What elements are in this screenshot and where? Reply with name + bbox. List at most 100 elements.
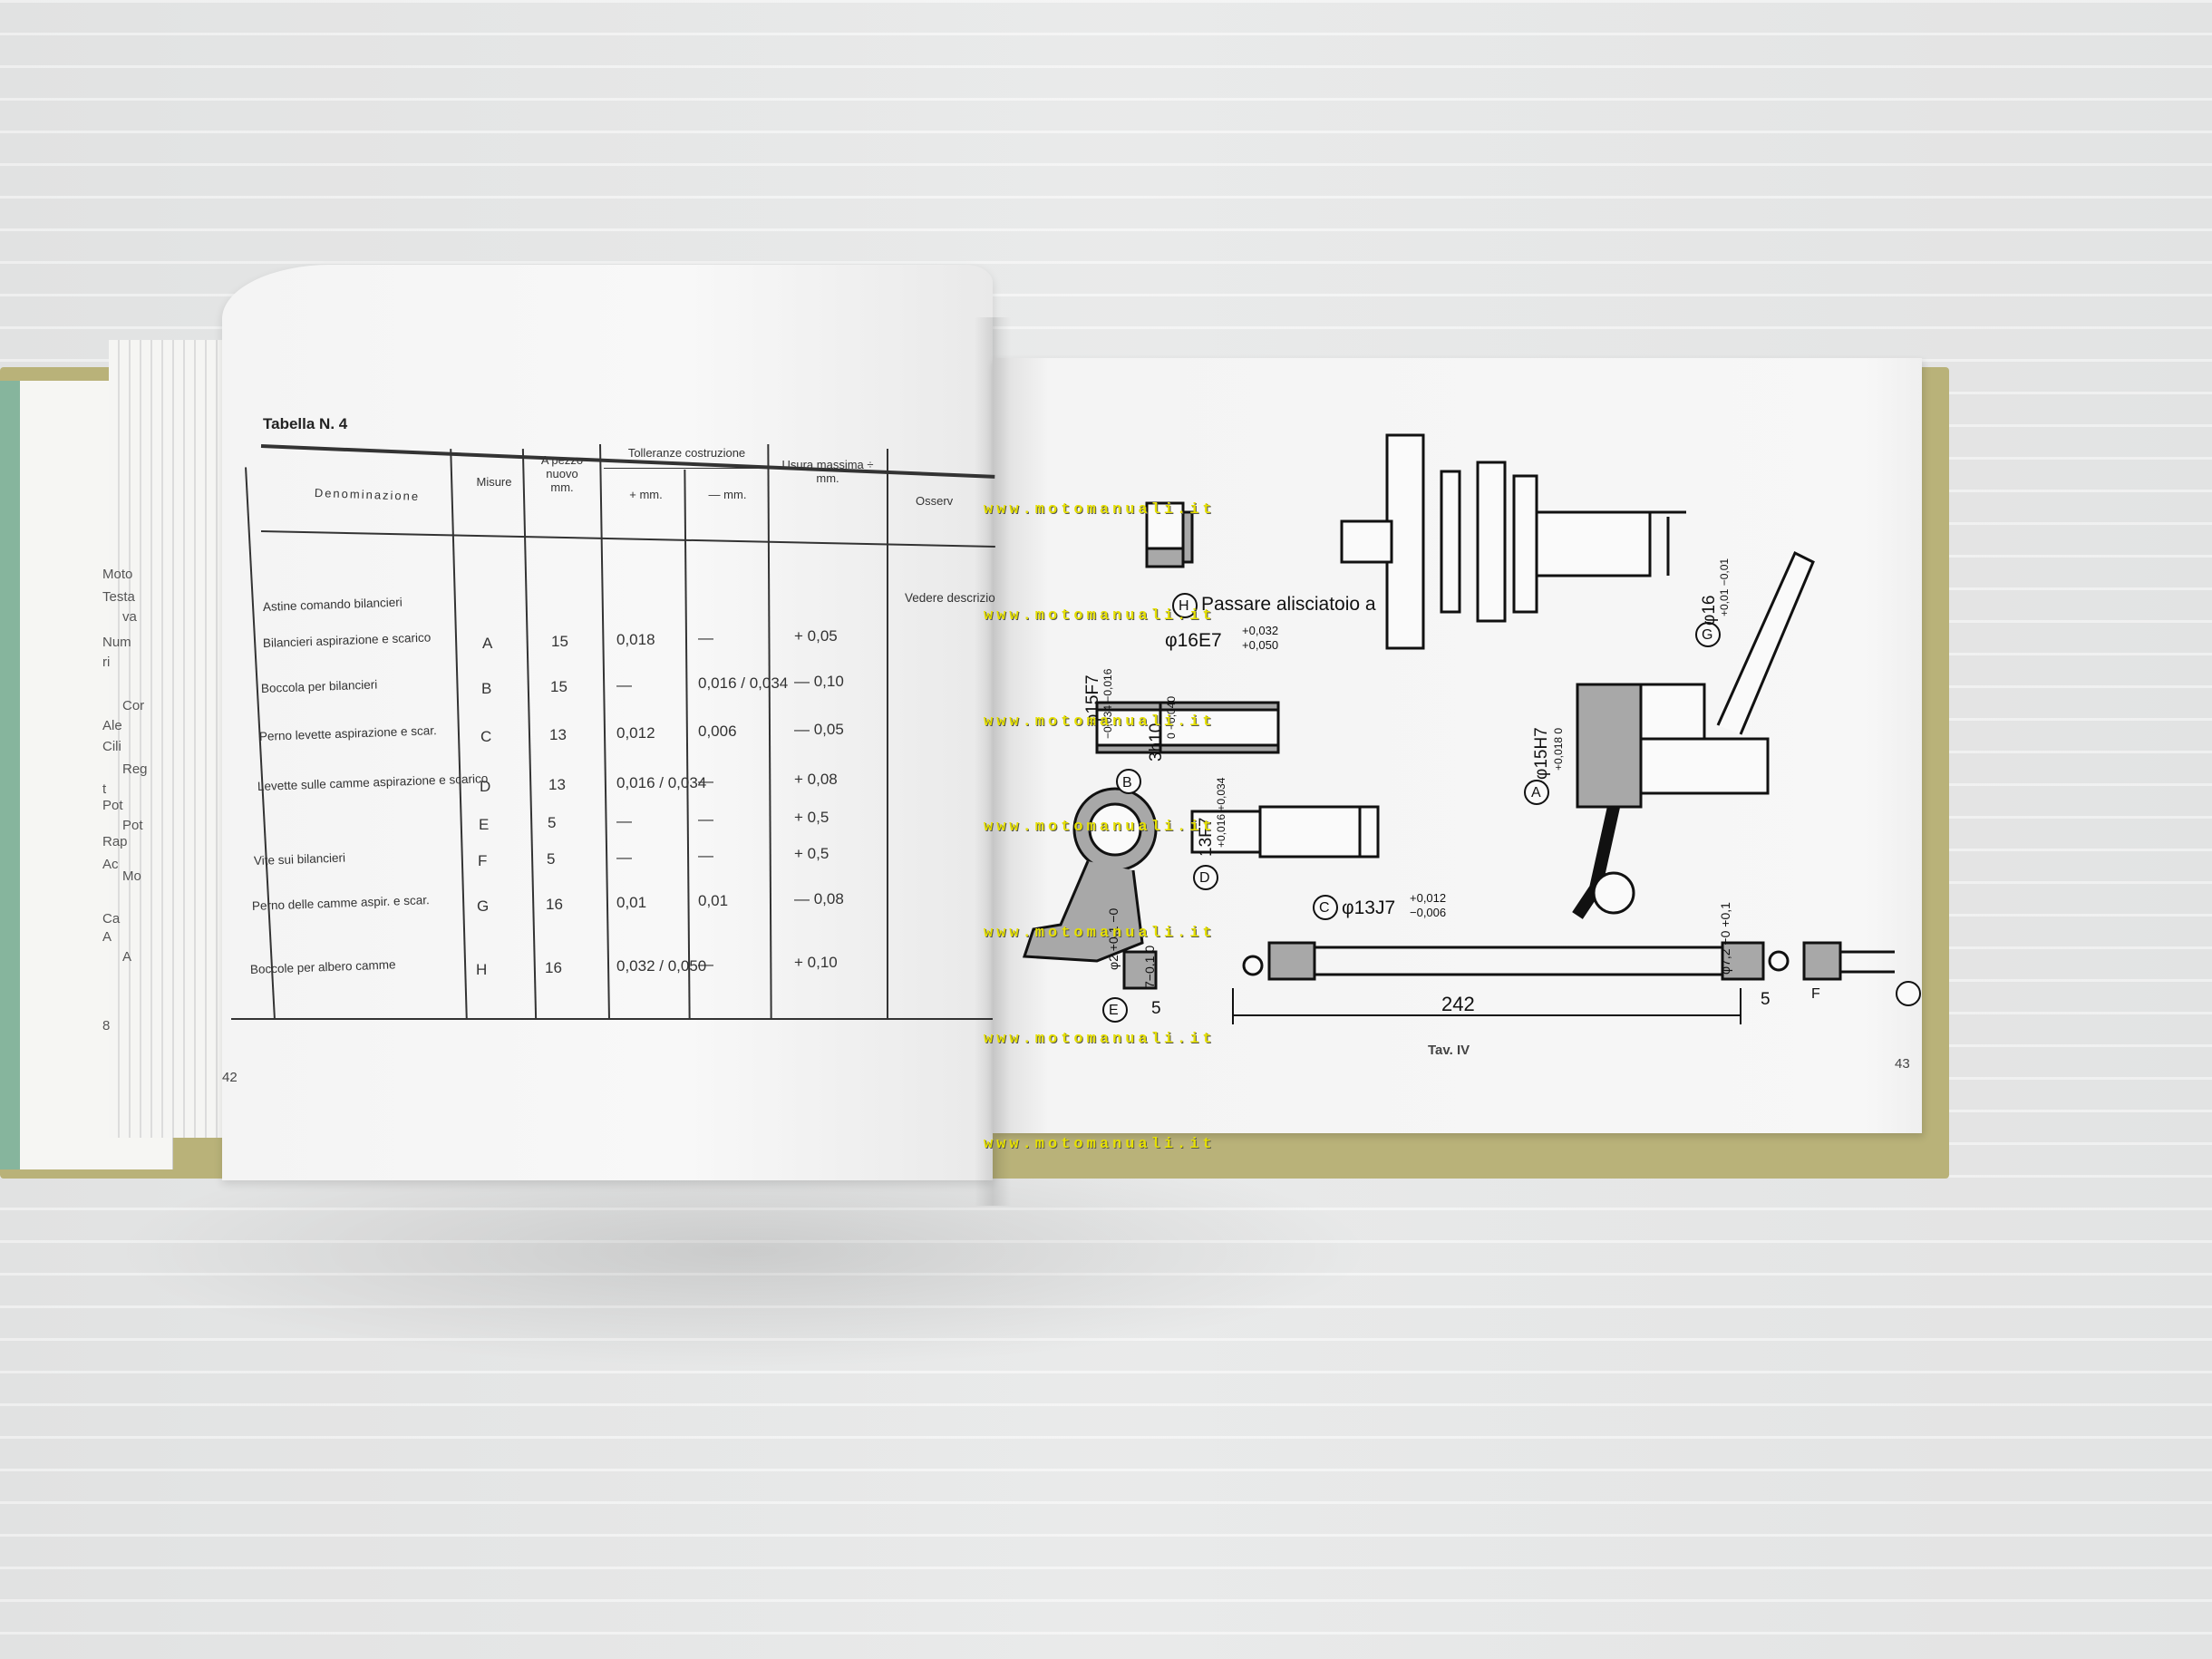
edge-text-line: Ale: [102, 718, 122, 733]
edge-text-line: t: [102, 781, 107, 797]
cell-nuovo: 13: [549, 726, 567, 743]
book-gutter: [975, 317, 1011, 1206]
cell-misura: A: [482, 635, 493, 652]
label-h-tol-top: +0,032: [1242, 624, 1279, 637]
label-g-dim: φ16: [1700, 595, 1719, 626]
watermark: www.motomanuali.it: [984, 819, 1216, 836]
cell-plus: 0,016 / 0,034: [616, 774, 707, 791]
cell-plus: —: [616, 849, 632, 866]
edge-text-line: Reg: [122, 762, 148, 777]
cell-misura: F: [478, 852, 488, 869]
label-length-242: 242: [1441, 993, 1475, 1015]
header-osservazioni: Osserv: [916, 494, 954, 508]
label-h-dim: φ16E7: [1165, 630, 1222, 651]
cell-plus: 0,032 / 0,050: [616, 957, 707, 975]
header-usura: Usura massima ÷ mm.: [781, 458, 874, 485]
label-h-tol-bot: +0,050: [1242, 638, 1279, 652]
edge-text-line: A: [122, 949, 132, 965]
cell-usura: — 0,10: [794, 673, 844, 690]
edge-text-line: Ca: [102, 911, 121, 927]
cell-minus: 0,006: [698, 723, 737, 740]
cell-nuovo: 16: [546, 896, 563, 913]
cell-nuovo: 15: [551, 633, 568, 650]
cell-misura: C: [480, 728, 492, 745]
label-a-tol: +0,018 0: [1552, 727, 1565, 771]
label-h-note: Passare alisciatoio a: [1201, 594, 1376, 615]
cell-plus: 0,018: [616, 631, 655, 648]
edge-text-line: 8: [102, 1018, 111, 1033]
page-number-left: 42: [222, 1070, 238, 1085]
edge-text-line: Rap: [102, 834, 128, 849]
header-minus-mm: — mm.: [708, 488, 747, 501]
cell-nuovo: 5: [547, 850, 556, 868]
label-five-left: 5: [1151, 999, 1161, 1018]
cell-plus: —: [616, 812, 632, 830]
label-d-tol: +0,016 +0,034: [1215, 777, 1227, 848]
cell-misura: B: [481, 680, 492, 697]
cam-disc: [1385, 433, 1425, 650]
page-stack: [109, 340, 236, 1138]
header-misure: Misure: [476, 475, 512, 489]
cell-misura: E: [479, 816, 490, 833]
left-page: [222, 265, 993, 1180]
edge-text-line: Moto: [102, 567, 133, 582]
letter-g: G: [1702, 627, 1713, 643]
cell-plus: —: [616, 676, 632, 694]
letter-f: F: [1811, 986, 1820, 1002]
letter-e: E: [1109, 1003, 1119, 1018]
edge-text-line: A: [102, 929, 112, 945]
cell-misura: H: [476, 961, 488, 978]
letter-h: H: [1179, 598, 1189, 614]
label-five-right: 5: [1761, 990, 1771, 1009]
cell-usura: — 0,05: [794, 721, 844, 738]
cell-misura: G: [477, 897, 490, 915]
letter-a: A: [1531, 785, 1541, 800]
label-g-tol: +0,01 −0,01: [1718, 558, 1731, 616]
cell-usura: — 0,08: [794, 890, 844, 907]
cell-usura: + 0,5: [794, 845, 830, 862]
cell-plus: 0,01: [616, 894, 647, 911]
cell-usura: + 0,5: [794, 809, 830, 826]
cell-minus: —: [698, 810, 713, 828]
cell-nuovo: 16: [545, 959, 562, 976]
edge-text-line: Cili: [102, 739, 121, 754]
edge-text-line: va: [122, 609, 137, 625]
label-f-tol: φ7,2 −0 +0,1: [1718, 902, 1732, 975]
technical-drawing: [1022, 433, 1921, 1024]
edge-text-line: Testa: [102, 589, 135, 605]
cell-minus: —: [698, 772, 713, 790]
label-e-tol2: 7−0,1 0: [1142, 945, 1157, 988]
letter-b: B: [1122, 775, 1132, 791]
cell-minus: —: [698, 847, 713, 864]
table-bottom-rule: [231, 1018, 993, 1020]
header-tolleranze: Tolleranze costruzione: [627, 446, 746, 460]
table-subheader-rule: [604, 468, 769, 469]
letter-c: C: [1319, 900, 1330, 916]
watermark: www.motomanuali.it: [984, 501, 1216, 519]
edge-text-line: Num: [102, 635, 131, 650]
cell-minus: 0,01: [698, 892, 729, 909]
cell-nuovo: 5: [548, 814, 557, 831]
watermark: www.motomanuali.it: [984, 607, 1216, 625]
cell-usura: + 0,05: [794, 627, 838, 645]
cell-minus: —: [698, 956, 713, 973]
edge-text-line: Pot: [102, 798, 123, 813]
cell-nuovo: 13: [548, 776, 566, 793]
cell-nuovo: 15: [550, 678, 568, 695]
label-a-dim: φ15H7: [1532, 727, 1551, 780]
watermark: www.motomanuali.it: [984, 1031, 1216, 1048]
note-vedere: Vedere descrizio: [905, 591, 995, 605]
label-c-tol-bot: −0,006: [1410, 906, 1447, 919]
edge-text-line: Ac: [102, 857, 119, 872]
table-col-rule: [887, 449, 888, 1020]
edge-text-line: Mo: [122, 868, 141, 884]
table-title: Tabella N. 4: [263, 415, 348, 432]
cell-plus: 0,012: [616, 724, 655, 742]
green-page-edge: [0, 381, 20, 1169]
watermark: www.motomanuali.it: [984, 925, 1216, 942]
cell-minus: —: [698, 629, 713, 646]
edge-text-line: Pot: [122, 818, 143, 833]
header-plus-mm: + mm.: [629, 488, 663, 501]
page-number-right: 43: [1895, 1056, 1910, 1072]
watermark: www.motomanuali.it: [984, 713, 1216, 731]
